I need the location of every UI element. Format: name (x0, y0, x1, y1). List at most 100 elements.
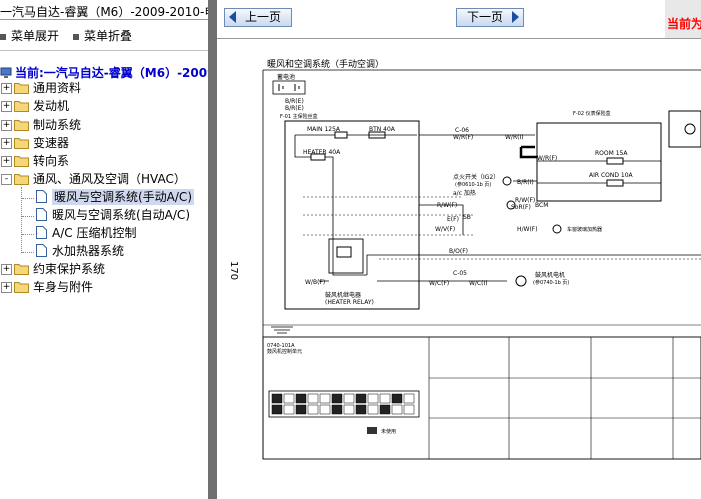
connector-pin (403, 404, 415, 415)
connector-pin (307, 393, 319, 404)
expand-node-icon[interactable]: + (1, 156, 12, 167)
svg-text:W/R(I): W/R(I) (505, 134, 524, 141)
arrow-right-icon (512, 11, 519, 23)
folder-icon (14, 156, 29, 167)
document-icon (36, 208, 47, 221)
main-fuse-label: MAIN 125A (307, 126, 341, 133)
connector-pin (283, 404, 295, 415)
battery-label: 蓄电池 (277, 73, 295, 81)
svg-text:B/R(I): B/R(I) (517, 179, 534, 186)
document-viewer: 上一页 下一页 当前为 170 暖风和空调系统（手动空调） 蓄电池 B/R(E)… (217, 0, 701, 499)
connector-pin (271, 393, 283, 404)
document-icon (36, 226, 47, 239)
expand-all-button[interactable]: 菜单展开 (0, 27, 59, 43)
heater-fuse-label: HEATER 40A (303, 149, 341, 156)
connector-pin (271, 404, 283, 415)
wiring-diagram: 170 暖风和空调系统（手动空调） 蓄电池 B/R(E) B/R(E) F-01… (228, 58, 701, 460)
svg-text:(参0610-1b 页): (参0610-1b 页) (455, 181, 491, 188)
expand-node-icon[interactable]: + (1, 138, 12, 149)
connector-pin (403, 393, 415, 404)
connector-pin (319, 393, 331, 404)
connector-table (262, 336, 701, 460)
panel-splitter[interactable] (208, 0, 217, 499)
connector-pin (391, 404, 403, 415)
folder-icon (14, 282, 29, 293)
tree-leaf-item[interactable]: 暖风与空调系统(手动A/C) (0, 189, 208, 206)
svg-text:W/R(F): W/R(F) (537, 155, 557, 162)
legend-note: 未使用 (381, 428, 396, 435)
expand-node-icon[interactable]: + (1, 101, 12, 112)
svg-text:W/B(F): W/B(F) (305, 279, 325, 286)
computer-icon (0, 67, 12, 78)
heater-relay (328, 238, 364, 274)
page-navigation-bar: 上一页 下一页 当前为 (217, 0, 701, 38)
svg-text:a/c 加热: a/c 加热 (453, 189, 476, 197)
blower-label: 鼓风机电机 (535, 271, 565, 279)
connector-pin (367, 404, 379, 415)
connector-pin (319, 404, 331, 415)
svg-text:H/W(F): H/W(F) (517, 226, 538, 233)
svg-text:R/W(F): R/W(F) (515, 197, 535, 204)
connector-pin (295, 404, 307, 415)
expand-node-icon[interactable]: + (1, 282, 12, 293)
svg-text:SoR(F): SoR(F) (511, 204, 531, 211)
document-icon (36, 244, 47, 257)
aircond-fuse-label: AIR COND 10A (589, 172, 634, 179)
folder-icon (14, 120, 29, 131)
diagram-title: 暖风和空调系统（手动空调） (267, 58, 384, 70)
connector-pin (367, 393, 379, 404)
expand-icon (0, 33, 6, 40)
instrument-fuse-box (536, 122, 662, 202)
arrow-left-icon (229, 11, 236, 23)
connector-pin-diagram (268, 390, 420, 418)
connector-pin (295, 393, 307, 404)
connector-pin (343, 393, 355, 404)
prev-page-button[interactable]: 上一页 (224, 8, 292, 27)
connector-pin (283, 393, 295, 404)
expand-node-icon[interactable]: + (1, 120, 12, 131)
connector-pin (379, 393, 391, 404)
tree-folder-item[interactable]: +约束保护系统 (1, 262, 106, 276)
tree-folder-item[interactable]: +转向系 (1, 154, 70, 168)
tree-folder-item[interactable]: +发动机 (1, 99, 70, 113)
tree-leaf-item[interactable]: A/C 压缩机控制 (0, 225, 208, 242)
tree-folder-item[interactable]: +变速器 (1, 136, 70, 150)
tree-folder-item[interactable]: +制动系统 (1, 118, 82, 132)
expand-node-icon[interactable]: + (1, 83, 12, 94)
svg-text:B/R(E): B/R(E) (285, 105, 304, 112)
tree-leaf-item[interactable]: 暖风与空调系统(自动A/C) (0, 207, 208, 224)
svg-text:E(F): E(F) (447, 216, 459, 223)
connector-pin (343, 404, 355, 415)
tree-folder-item[interactable]: -通风、通风及空调（HVAC） (0, 171, 208, 188)
window-title: 一汽马自达-睿翼（M6）-2009-2010-电路 (0, 5, 208, 19)
page-number: 170 (228, 261, 239, 280)
connector-pin (355, 393, 367, 404)
connector-pin (307, 404, 319, 415)
folder-icon (14, 101, 29, 112)
folder-icon (14, 264, 29, 275)
ignition-label: 点火开关（IG2） (453, 173, 499, 181)
svg-text:SB: SB (463, 214, 471, 221)
svg-text:W/R(F): W/R(F) (453, 134, 473, 141)
connector-pin (355, 404, 367, 415)
connector-code: 0740-101A (267, 343, 295, 349)
connector-pin (331, 393, 343, 404)
bcm-label: BCM (535, 202, 548, 209)
collapse-node-icon[interactable]: - (1, 174, 12, 185)
collapse-icon (73, 33, 79, 40)
collapse-all-button[interactable]: 菜单折叠 (73, 27, 132, 43)
next-page-button[interactable]: 下一页 (456, 8, 524, 27)
btn-fuse-label: BTN 40A (369, 126, 396, 133)
room-fuse-label: ROOM 15A (595, 150, 628, 157)
connector-pin (331, 404, 343, 415)
fuse-box2-label: F-02 仪表保险盒 (573, 110, 611, 117)
tree-leaf-item[interactable]: 水加热器系统 (0, 243, 208, 260)
tree-folder-item[interactable]: +车身与附件 (1, 280, 94, 294)
folder-icon (14, 138, 29, 149)
tree-folder-item[interactable]: +通用资料 (1, 81, 82, 95)
document-icon (36, 190, 47, 203)
navigation-tree-panel: 一汽马自达-睿翼（M6）-2009-2010-电路 菜单展开 菜单折叠 当前:一… (0, 0, 208, 499)
relay-label: 鼓风机继电器 (325, 291, 361, 299)
expand-node-icon[interactable]: + (1, 264, 12, 275)
svg-text:(参0740-1b 页): (参0740-1b 页) (533, 279, 569, 286)
